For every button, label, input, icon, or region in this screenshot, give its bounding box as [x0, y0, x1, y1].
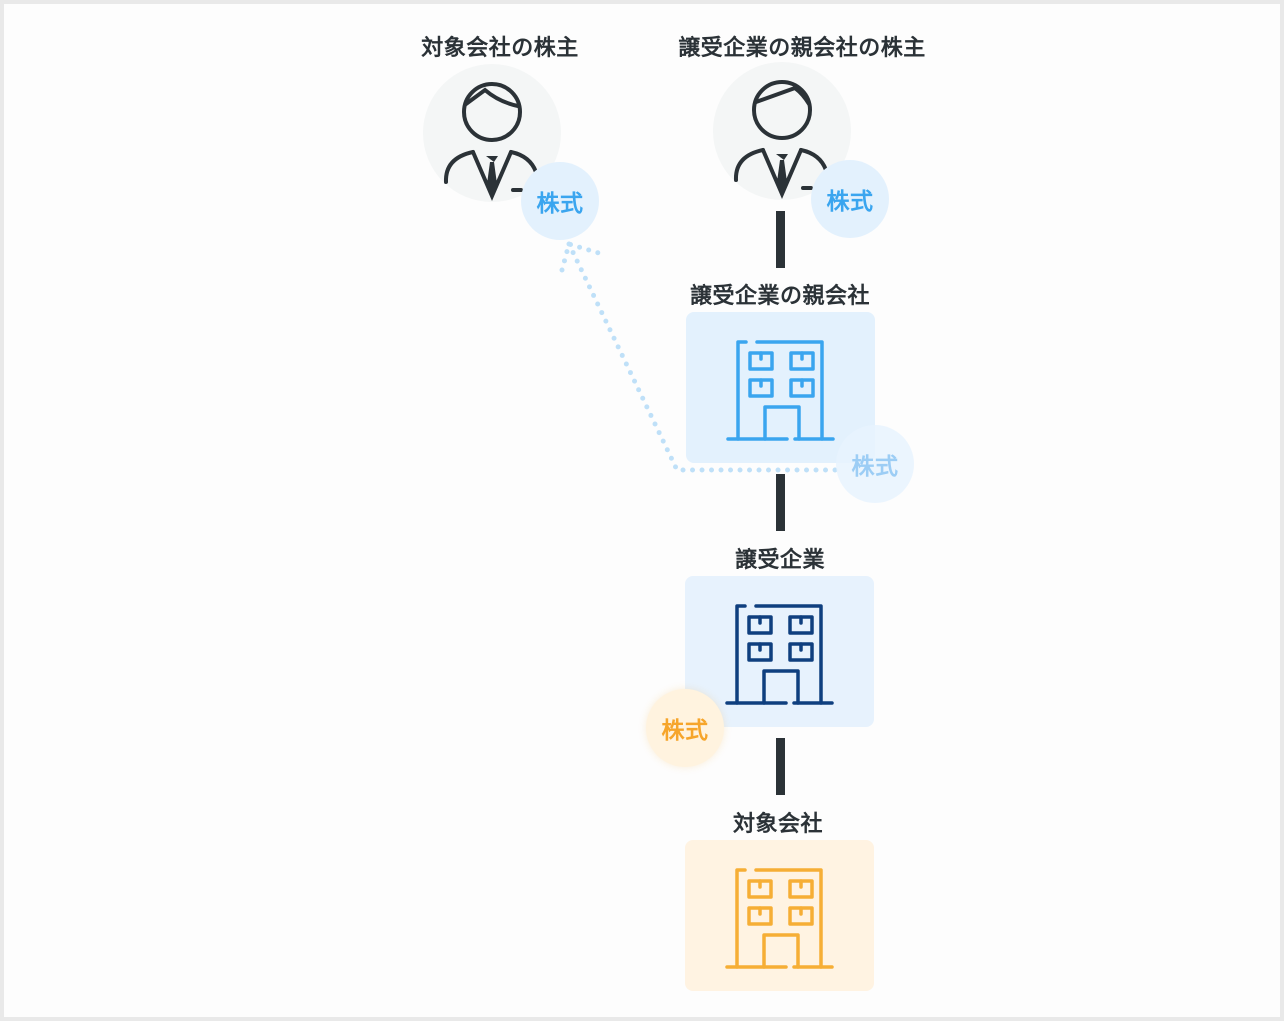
acquirer-parent-label: 譲受企業の親会社	[689, 284, 871, 309]
connector-line	[776, 211, 785, 268]
parent-shareholder-share-badge: 株式	[811, 160, 889, 238]
target-shareholder-share-badge: 株式	[521, 162, 599, 240]
building-icon	[725, 868, 834, 969]
acquirer-share-badge: 株式	[646, 689, 724, 767]
diagram-canvas: 対象会社の株主 株式 譲受企業の親会社の株主	[4, 4, 1280, 1017]
target-label: 対象会社	[732, 812, 824, 837]
target-shareholder-node	[423, 64, 561, 202]
parent-shareholder-label: 譲受企業の親会社の株主	[678, 36, 926, 61]
building-icon	[725, 604, 834, 705]
target-node	[685, 840, 874, 991]
connector-line	[776, 474, 785, 531]
parent-shareholder-node	[713, 62, 851, 200]
person-icon	[733, 80, 828, 200]
person-icon	[443, 82, 538, 202]
connector-line	[776, 738, 785, 795]
share-transfer-dotted-path	[559, 240, 847, 473]
acquirer-node	[685, 576, 874, 727]
target-shareholder-label: 対象会社の株主	[421, 36, 579, 61]
acquirer-label: 譲受企業	[734, 548, 826, 573]
acquirer-parent-share-badge: 株式	[836, 425, 914, 503]
building-icon	[726, 340, 835, 441]
acquirer-parent-node	[686, 312, 875, 463]
